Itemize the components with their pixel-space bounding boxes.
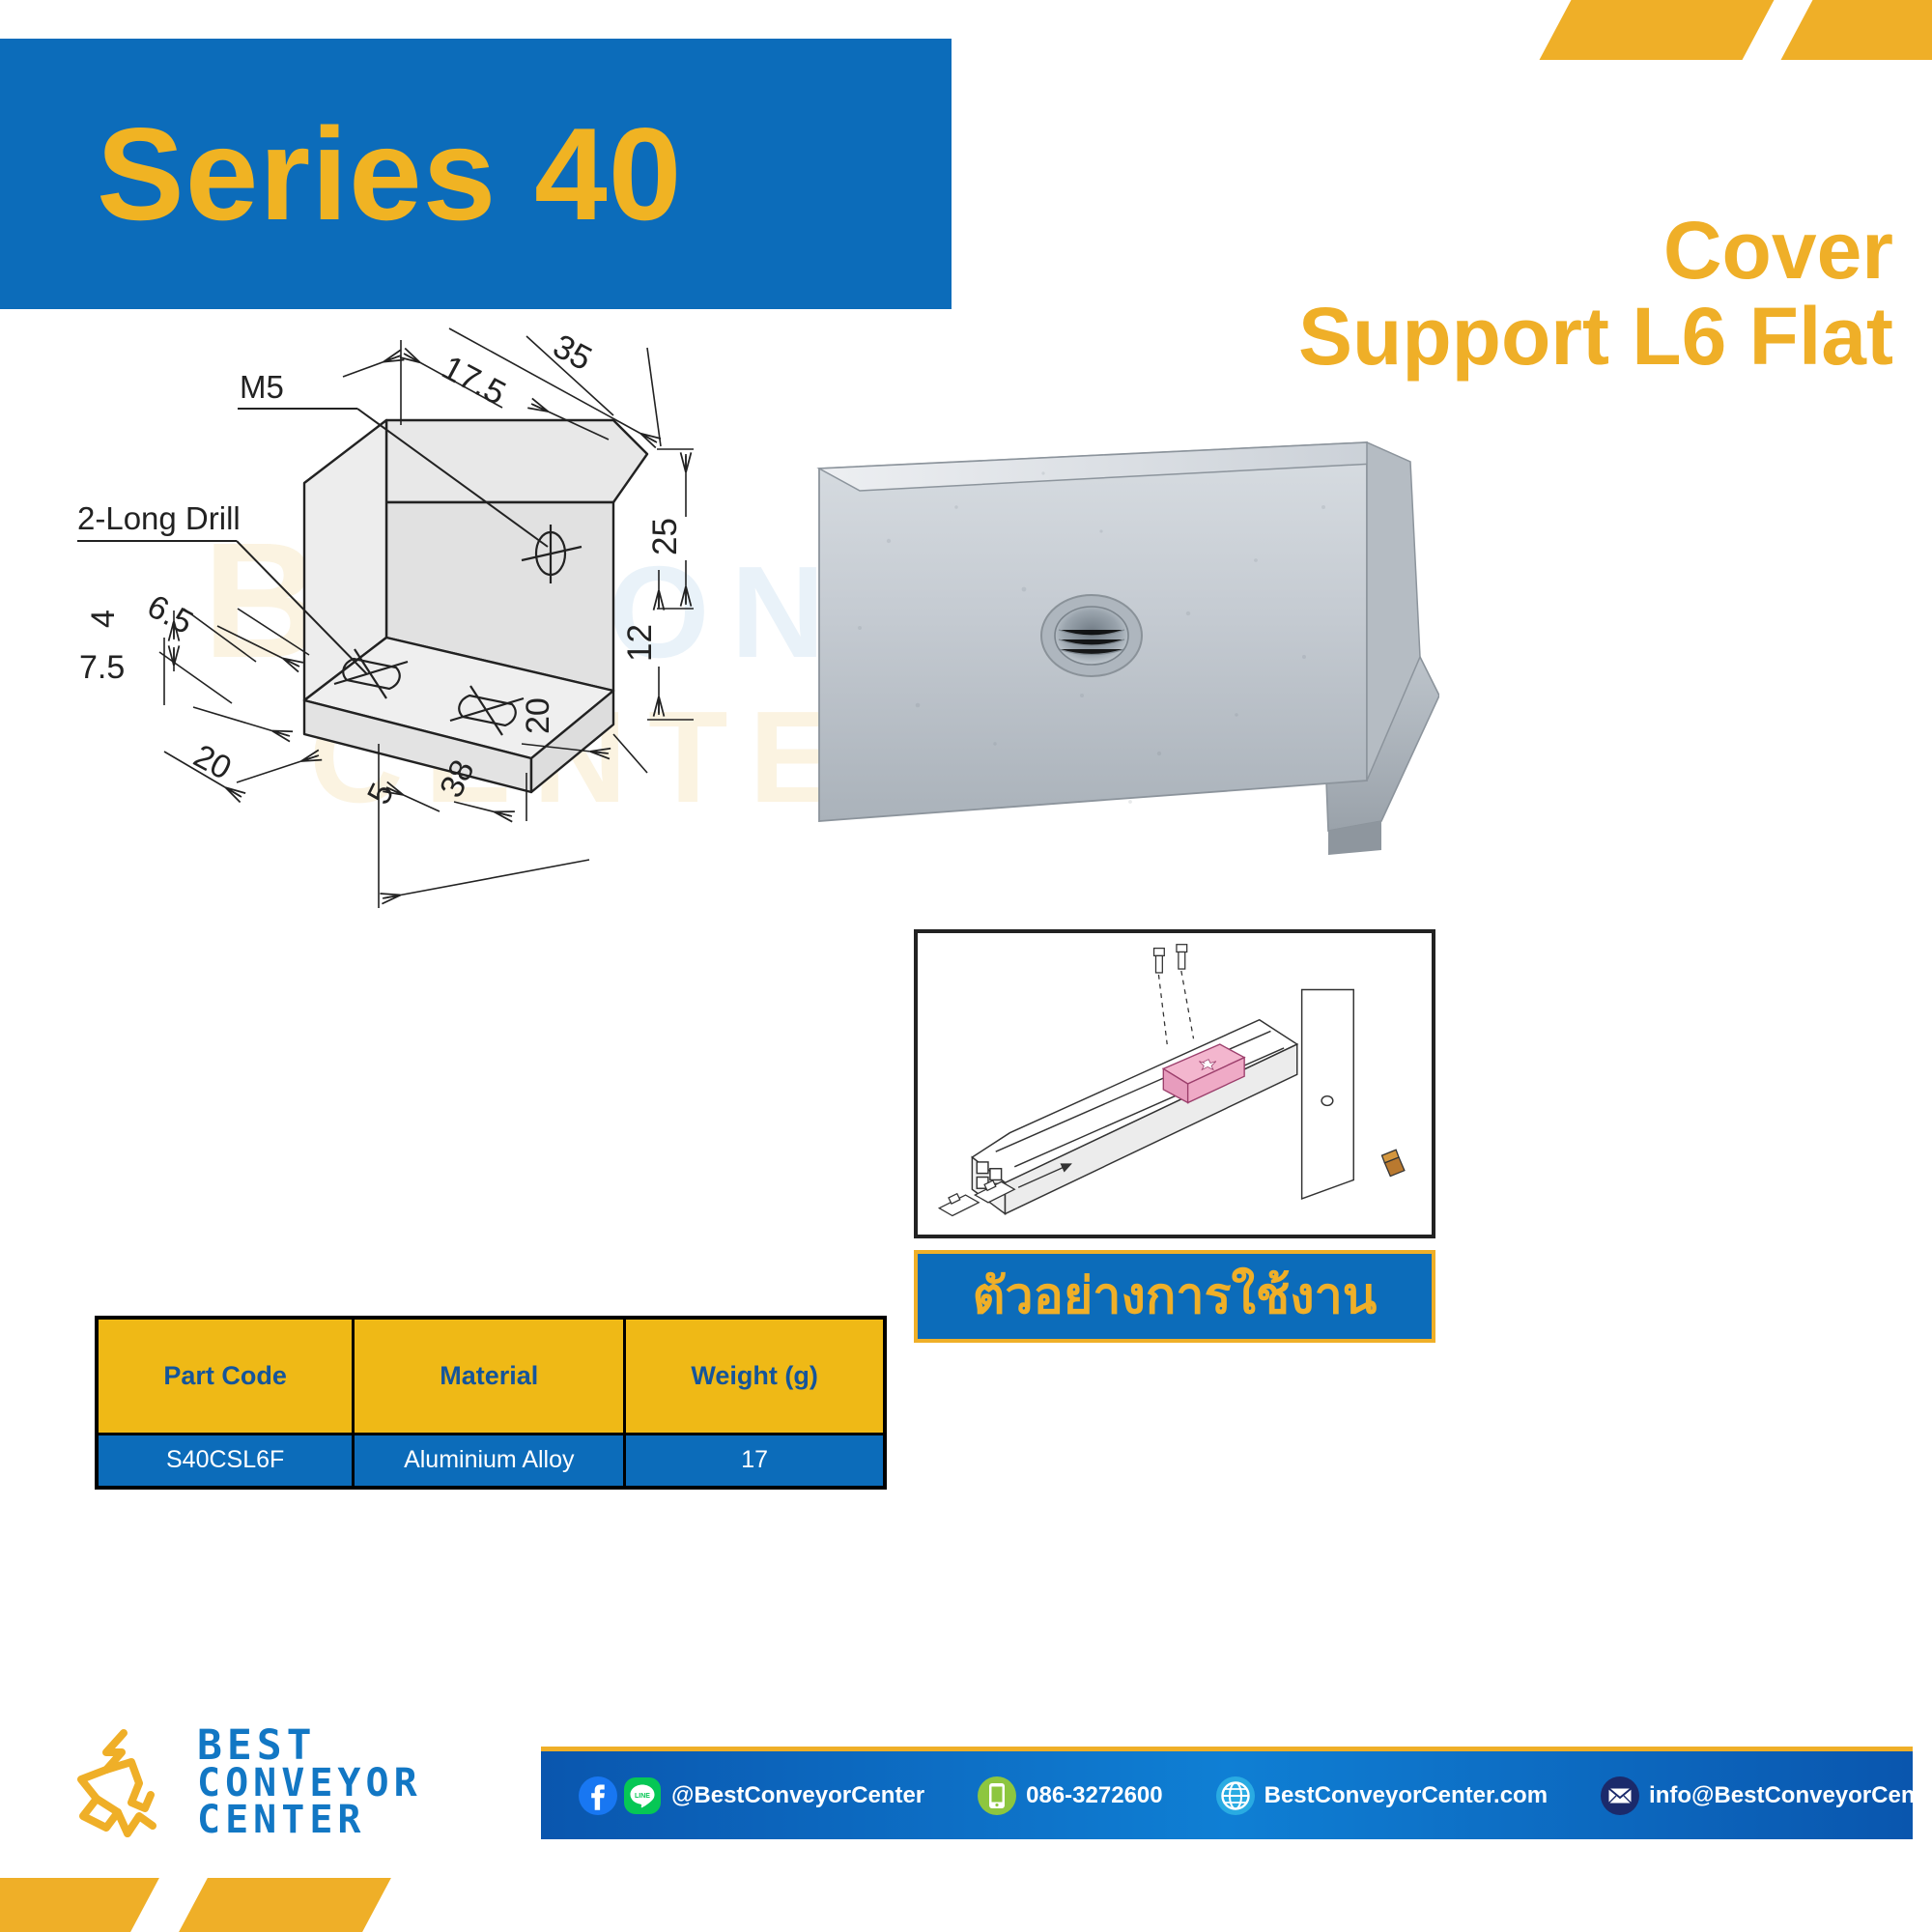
dimension-label-5: 5 bbox=[360, 778, 401, 810]
dimension-label-25: 25 bbox=[646, 518, 684, 555]
brand-wordmark-line-3: CENTER bbox=[197, 1798, 366, 1843]
cell-weight: 17 bbox=[623, 1432, 887, 1490]
email-icon[interactable] bbox=[1600, 1776, 1640, 1816]
photo-base-edge bbox=[1328, 821, 1381, 855]
stripe-2 bbox=[1780, 0, 1932, 60]
page-title: Cover Support L6 Flat bbox=[927, 205, 1893, 383]
specification-table: Part Code Material Weight (g) S40CSL6F A… bbox=[95, 1316, 887, 1490]
dimension-label-2-long-drill: 2-Long Drill bbox=[77, 500, 241, 536]
application-diagram bbox=[937, 944, 1406, 1217]
brand-wordmark: BEST CONVEYOR CENTER bbox=[197, 1720, 422, 1843]
contact-item-phone[interactable]: 086-3272600 bbox=[977, 1776, 1163, 1816]
website-globe-icon[interactable] bbox=[1215, 1776, 1256, 1816]
contact-phone-number: 086-3272600 bbox=[1026, 1781, 1163, 1808]
table-header-weight: Weight (g) bbox=[623, 1316, 887, 1435]
dimension-label-6-5: 6.5 bbox=[141, 588, 199, 642]
contact-website-url: BestConveyorCenter.com bbox=[1264, 1781, 1548, 1808]
brand-wordmark-line-2: CONVEYOR bbox=[197, 1761, 422, 1806]
application-caption: ตัวอย่างการใช้งาน bbox=[914, 1250, 1435, 1343]
contact-item-social[interactable]: LINE @BestConveyorCenter bbox=[578, 1776, 924, 1816]
photo-texture bbox=[858, 471, 1325, 804]
application-caption-text: ตัวอย่างการใช้งาน bbox=[972, 1268, 1378, 1324]
table-header-row: Part Code Material Weight (g) bbox=[95, 1316, 887, 1435]
table-row: S40CSL6F Aluminium Alloy 17 bbox=[95, 1432, 887, 1490]
phone-icon[interactable] bbox=[977, 1776, 1017, 1816]
dimension-label-20-right: 20 bbox=[520, 697, 556, 734]
stripe-1 bbox=[1539, 0, 1775, 60]
contact-bar: LINE @BestConveyorCenter 086-3272600 Bes… bbox=[541, 1747, 1932, 1839]
table-header-part-code: Part Code bbox=[95, 1316, 355, 1435]
cell-part-code: S40CSL6F bbox=[95, 1432, 355, 1490]
corner-stripe-decoration bbox=[1391, 0, 1932, 60]
brand-wordmark-line-1: BEST bbox=[197, 1720, 317, 1770]
dimension-label-17-5: 17.5 bbox=[436, 349, 511, 412]
dimension-label-12: 12 bbox=[621, 624, 659, 662]
series-banner: Series 40 bbox=[0, 39, 952, 309]
line-icon[interactable]: LINE bbox=[622, 1776, 663, 1816]
dimension-label-35: 35 bbox=[547, 327, 598, 379]
goat-mark-icon bbox=[77, 1729, 156, 1837]
contact-social-handle: @BestConveyorCenter bbox=[671, 1781, 925, 1808]
table-header-material: Material bbox=[352, 1316, 627, 1435]
technical-drawing: M5 2-Long Drill 17.5 35 25 12 bbox=[77, 327, 694, 908]
contact-item-email[interactable]: info@BestConveyorCenter.com bbox=[1600, 1776, 1932, 1816]
photo-right-edge bbox=[1366, 440, 1421, 781]
contact-email-address: info@BestConveyorCenter.com bbox=[1649, 1781, 1932, 1808]
application-example-box bbox=[914, 929, 1435, 1238]
series-label: Series 40 bbox=[97, 100, 683, 247]
bottom-stripe-decoration bbox=[0, 1872, 502, 1932]
product-title-line-1: Cover bbox=[1662, 205, 1893, 296]
product-title-line-2: Support L6 Flat bbox=[1298, 291, 1893, 383]
svg-text:LINE: LINE bbox=[635, 1793, 650, 1800]
bottom-stripe-1 bbox=[0, 1878, 159, 1932]
dimension-label-20-left: 20 bbox=[187, 738, 237, 787]
cell-material: Aluminium Alloy bbox=[352, 1432, 627, 1490]
dimension-label-4: 4 bbox=[85, 610, 122, 628]
facebook-icon[interactable] bbox=[578, 1776, 618, 1816]
dimension-label-7-5: 7.5 bbox=[79, 649, 125, 686]
brand-logo: BEST CONVEYOR CENTER bbox=[68, 1710, 435, 1855]
dimension-label-m5: M5 bbox=[240, 369, 284, 405]
bottom-stripe-2 bbox=[179, 1878, 391, 1932]
contact-item-website[interactable]: BestConveyorCenter.com bbox=[1215, 1776, 1548, 1816]
photo-threaded-hole bbox=[1040, 594, 1143, 677]
product-photo bbox=[816, 440, 1439, 855]
